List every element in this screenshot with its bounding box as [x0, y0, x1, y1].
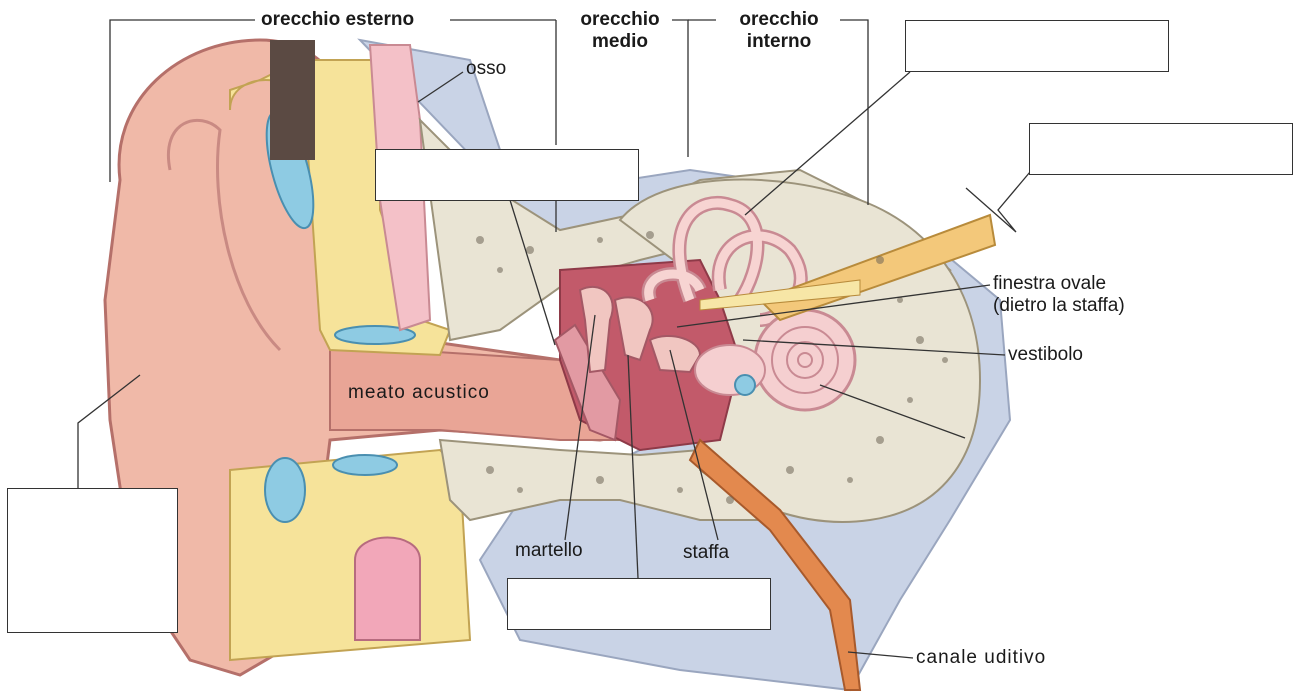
label-stirrup: staffa — [683, 542, 729, 564]
fluid-spot — [265, 458, 305, 522]
answer-box-eardrum[interactable] — [375, 149, 639, 201]
answer-box-pinna[interactable] — [7, 488, 178, 633]
header-inner-ear: orecchio interno — [720, 9, 838, 53]
label-auditory-canal: canale uditivo — [916, 647, 1046, 669]
label-oval-window-line2: (dietro la staffa) — [993, 295, 1125, 317]
cochlea — [755, 310, 855, 410]
fluid-spot — [333, 455, 397, 475]
header-outer-ear: orecchio esterno — [257, 9, 418, 31]
header-middle-ear-line2: medio — [572, 31, 668, 53]
hair — [270, 40, 315, 160]
answer-box-anvil[interactable] — [507, 578, 771, 630]
header-inner-ear-line1: orecchio — [724, 9, 834, 31]
answer-box-nerve[interactable] — [1029, 123, 1293, 175]
header-middle-ear: orecchio medio — [568, 9, 672, 53]
header-middle-ear-line1: orecchio — [572, 9, 668, 31]
label-oval-window-line1: finestra ovale — [993, 273, 1125, 295]
label-vestibule: vestibolo — [1008, 344, 1083, 366]
label-oval-window: finestra ovale (dietro la staffa) — [993, 273, 1125, 317]
answer-box-cochlea[interactable] — [905, 20, 1169, 72]
label-bone: osso — [466, 58, 506, 80]
label-hammer: martello — [515, 540, 583, 562]
gland-tissue — [355, 538, 420, 641]
label-meatus: meato acustico — [348, 382, 490, 404]
header-inner-ear-line2: interno — [724, 31, 834, 53]
